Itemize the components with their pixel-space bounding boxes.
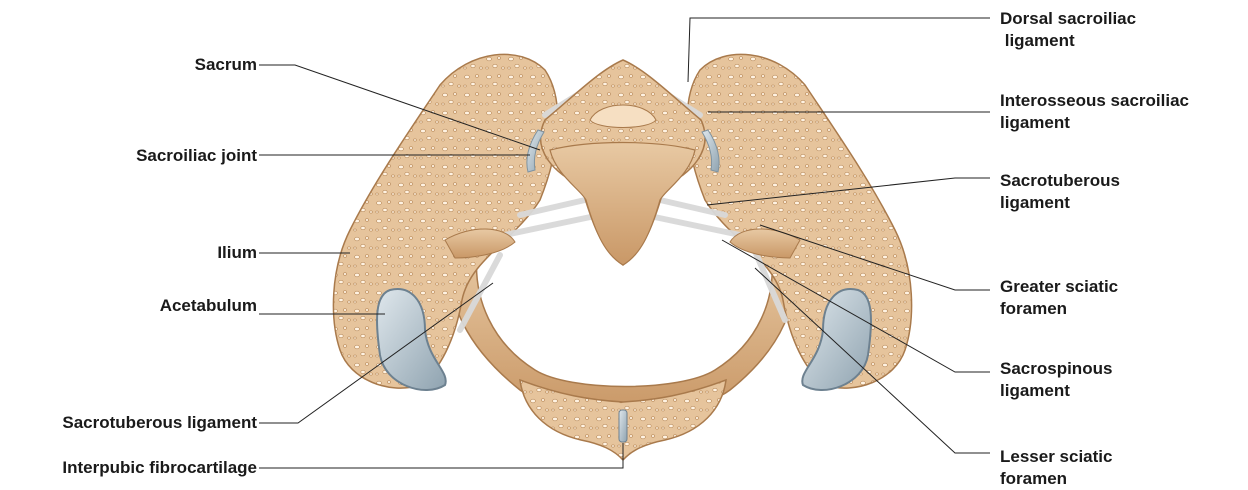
- label-sacroiliac-joint: Sacroiliac joint: [136, 145, 257, 167]
- label-lesser-sciatic-foramen: Lesser sciatic foramen: [1000, 446, 1112, 490]
- label-line-1: Sacrotuberous: [1000, 170, 1120, 192]
- label-line-2: ligament: [1000, 112, 1189, 134]
- label-line-2: foramen: [1000, 298, 1118, 320]
- label-dorsal-sacroiliac-ligament: Dorsal sacroiliac ligament: [1000, 8, 1136, 52]
- label-line-1: Sacrospinous: [1000, 358, 1112, 380]
- label-line-2: foramen: [1000, 468, 1112, 490]
- label-ilium: Ilium: [217, 242, 257, 264]
- label-interosseous-sacroiliac-ligament: Interosseous sacroiliac ligament: [1000, 90, 1189, 134]
- label-line-2: ligament: [1000, 380, 1112, 402]
- interpubic-disc: [619, 410, 627, 442]
- label-line-2: ligament: [1000, 30, 1136, 52]
- label-sacrum: Sacrum: [195, 54, 257, 76]
- label-interpubic-fibrocartilage: Interpubic fibrocartilage: [62, 457, 257, 479]
- label-line-2: ligament: [1000, 192, 1120, 214]
- label-line-1: Dorsal sacroiliac: [1000, 8, 1136, 30]
- ilium-left: [333, 54, 557, 388]
- label-sacrotuberous-ligament-right: Sacrotuberous ligament: [1000, 170, 1120, 214]
- ilium-right: [687, 54, 911, 388]
- label-line-1: Interosseous sacroiliac: [1000, 90, 1189, 112]
- pelvic-ring: [451, 245, 794, 413]
- label-sacrospinous-ligament: Sacrospinous ligament: [1000, 358, 1112, 402]
- label-line-1: Lesser sciatic: [1000, 446, 1112, 468]
- label-acetabulum: Acetabulum: [160, 295, 257, 317]
- label-greater-sciatic-foramen: Greater sciatic foramen: [1000, 276, 1118, 320]
- label-sacrotuberous-ligament-left: Sacrotuberous ligament: [62, 412, 257, 434]
- label-line-1: Greater sciatic: [1000, 276, 1118, 298]
